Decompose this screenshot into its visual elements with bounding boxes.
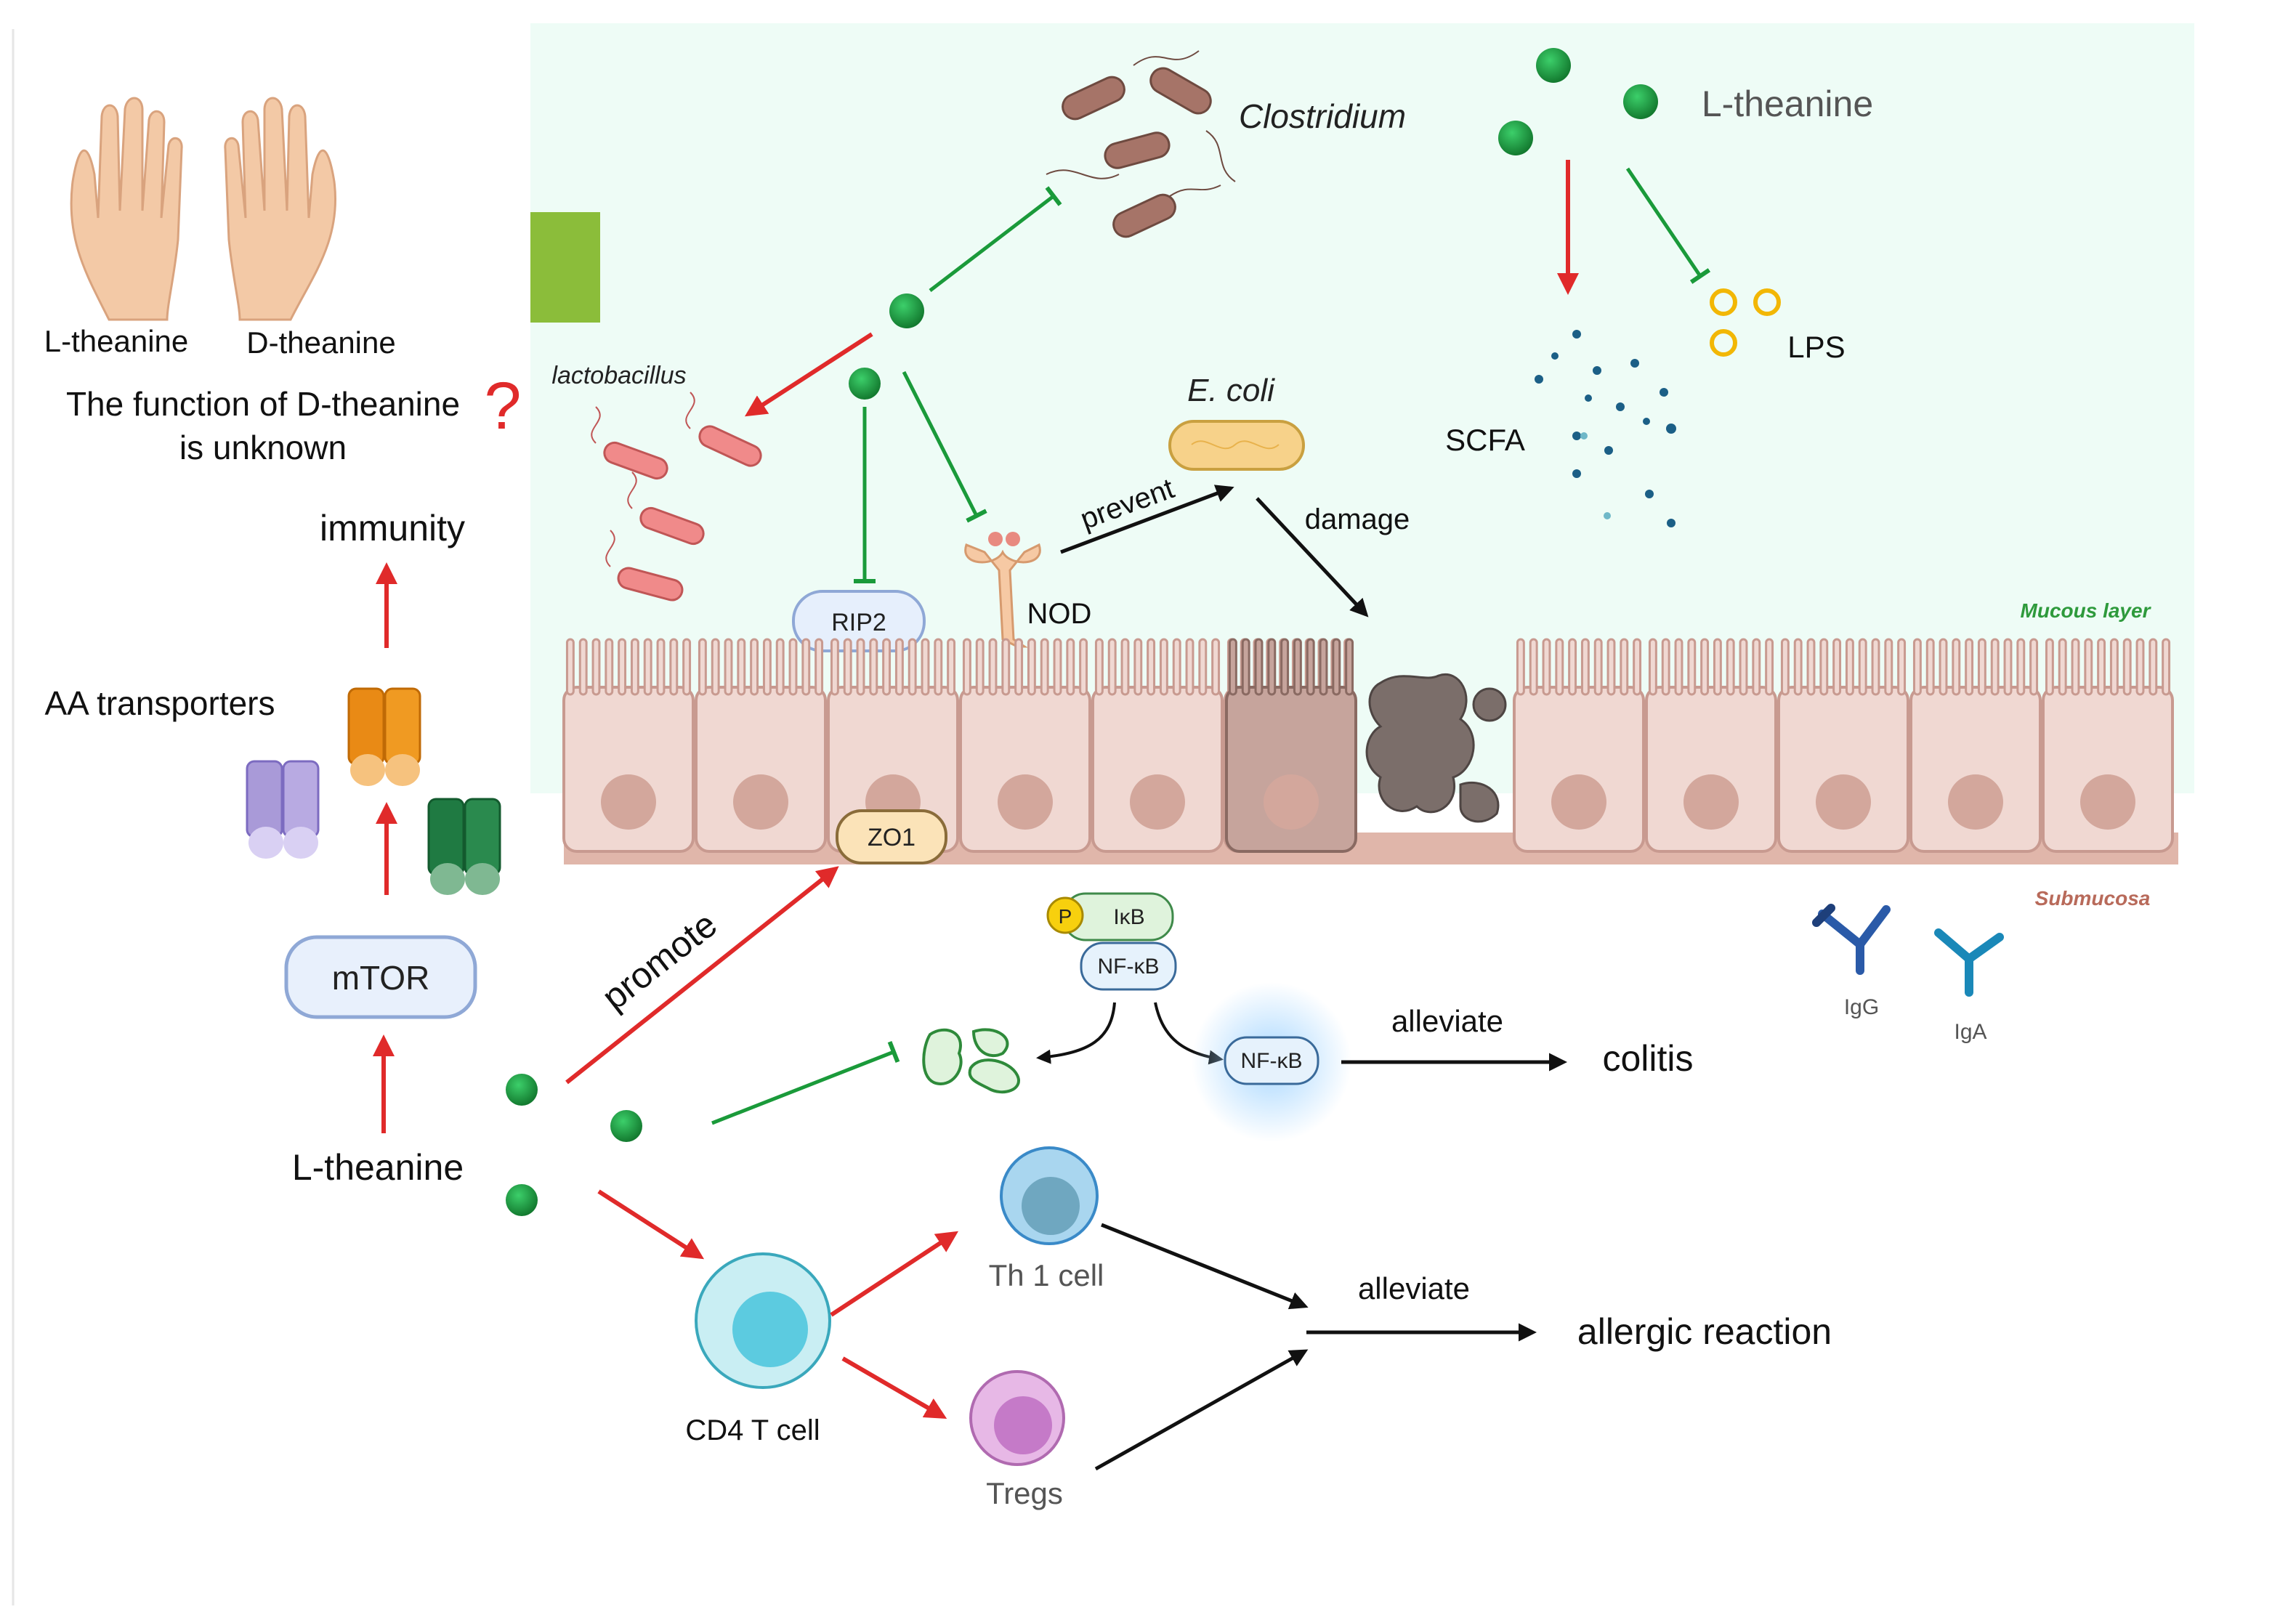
epithelial-cell (959, 638, 1091, 853)
d-theanine-hand-label: D-theanine (246, 325, 395, 360)
scfa-label: SCFA (1445, 423, 1525, 457)
ecoli-bacterium-icon (1168, 420, 1305, 471)
cd4-t-cell-icon (695, 1252, 831, 1389)
d-theanine-hand-icon (224, 97, 336, 321)
rip2-label: RIP2 (831, 609, 886, 636)
inhibit-theanine-lps (1625, 167, 1711, 284)
transporter-green-icon (427, 798, 501, 895)
theanine-dot (1498, 121, 1533, 155)
theanine-dot (889, 293, 924, 328)
theanine-dot (1623, 84, 1658, 119)
submucosa-label: Submucosa (2035, 887, 2151, 910)
arrow-cd4-to-th1 (830, 1231, 959, 1317)
mucous-layer-label: Mucous layer (2021, 599, 2152, 622)
immunity-label: immunity (320, 508, 465, 548)
iga-antibody-icon (1934, 928, 2004, 997)
igg-label: IgG (1844, 995, 1879, 1019)
allergic-reaction-label: allergic reaction (1577, 1311, 1832, 1352)
arrow-theanine-to-lactobacillus (744, 332, 873, 417)
arrow-th1-to-alleviate (1101, 1223, 1309, 1310)
iga-label: IgA (1954, 1020, 1986, 1044)
igg-antibody-icon (1812, 904, 1891, 975)
epithelial-cell (1513, 638, 1645, 853)
epithelial-cell (1225, 638, 1357, 853)
nfkb-free-box (1224, 1036, 1319, 1085)
scfa-particles-icon (1535, 330, 1676, 527)
lactobacillus-label: lactobacillus (551, 362, 686, 389)
nfkb-free-label: NF-κB (1241, 1049, 1303, 1073)
epithelial-cell (1645, 638, 1777, 853)
epithelial-cell (1091, 638, 1224, 853)
transporter-orange-icon (347, 687, 421, 786)
arrow-tregs-to-alleviate (1094, 1349, 1309, 1471)
theanine-dot (849, 368, 881, 400)
theanine-dot (506, 1184, 538, 1216)
l-theanine-main-label: L-theanine (292, 1147, 464, 1188)
th1-cell-icon (1000, 1146, 1099, 1245)
arrow-theanine-promote-zo1 (565, 866, 839, 1085)
epithelial-cell (1909, 638, 2042, 853)
nod-label: NOD (1027, 598, 1092, 630)
phosphate-badge (1046, 896, 1084, 934)
zo1-box (836, 809, 947, 864)
damage-label: damage (1305, 503, 1410, 535)
question-mark: ? (484, 369, 521, 443)
mtor-label: mTOR (332, 959, 430, 997)
lactobacillus-bacteria-icon (591, 392, 762, 602)
epithelial-cell (1777, 638, 1909, 853)
alleviate-colitis-label: alleviate (1391, 1004, 1503, 1038)
l-theanine-hand-icon (70, 97, 183, 321)
damaged-cell-debris-icon (1365, 673, 1507, 823)
clostridium-label: Clostridium (1239, 97, 1406, 135)
ikb-label: IκB (1113, 905, 1144, 929)
arrow-cd4-to-tregs (841, 1356, 947, 1419)
d-theanine-function-line1: The function of D-theanine (66, 385, 460, 423)
cd4-label: CD4 T cell (685, 1414, 820, 1446)
nfkb-complex-label: NF-κB (1098, 955, 1160, 979)
promote-label: promote (594, 904, 724, 1018)
arrow-ecoli-damage (1256, 497, 1369, 617)
phosphate-label: P (1059, 905, 1072, 928)
clostridium-bacteria-icon (1046, 50, 1236, 238)
lps-icon (1710, 288, 1781, 357)
theanine-dot (506, 1074, 538, 1106)
zo1-label: ZO1 (868, 824, 915, 851)
nfkb-complex-box (1080, 941, 1177, 991)
epithelial-cell (562, 638, 695, 853)
epithelium (562, 638, 2178, 864)
inhibit-theanine-nod (902, 370, 987, 523)
green-block (530, 212, 600, 323)
theanine-dot (610, 1110, 642, 1142)
epithelial-cell (2042, 638, 2174, 853)
theanine-dot (1536, 48, 1571, 83)
d-theanine-function-line2: is unknown (179, 429, 347, 466)
colitis-label: colitis (1602, 1038, 1693, 1079)
th1-label: Th 1 cell (989, 1258, 1104, 1292)
arrow-theanine-to-cd4 (597, 1189, 705, 1260)
inhibit-theanine-nfkb-pathway (711, 1040, 900, 1125)
aa-transporters-label: AA transporters (44, 684, 275, 722)
arrow-complex-to-cytokine (1036, 1002, 1116, 1064)
alleviate-allergy-label: alleviate (1358, 1271, 1470, 1305)
cytokine-icon (922, 1028, 1020, 1094)
l-theanine-hand-label: L-theanine (44, 324, 189, 358)
mtor-box (284, 935, 477, 1019)
l-theanine-top-label: L-theanine (1702, 84, 1873, 124)
ecoli-label: E. coli (1187, 373, 1275, 408)
epithelial-cell (695, 638, 827, 853)
tregs-cell-icon (969, 1370, 1065, 1466)
tregs-label: Tregs (986, 1476, 1063, 1510)
inhibit-theanine-clostridium (929, 186, 1062, 292)
arrow-nod-prevent-ecoli (1060, 485, 1234, 554)
transporter-purple-icon (246, 760, 320, 859)
lps-label: LPS (1787, 330, 1845, 364)
